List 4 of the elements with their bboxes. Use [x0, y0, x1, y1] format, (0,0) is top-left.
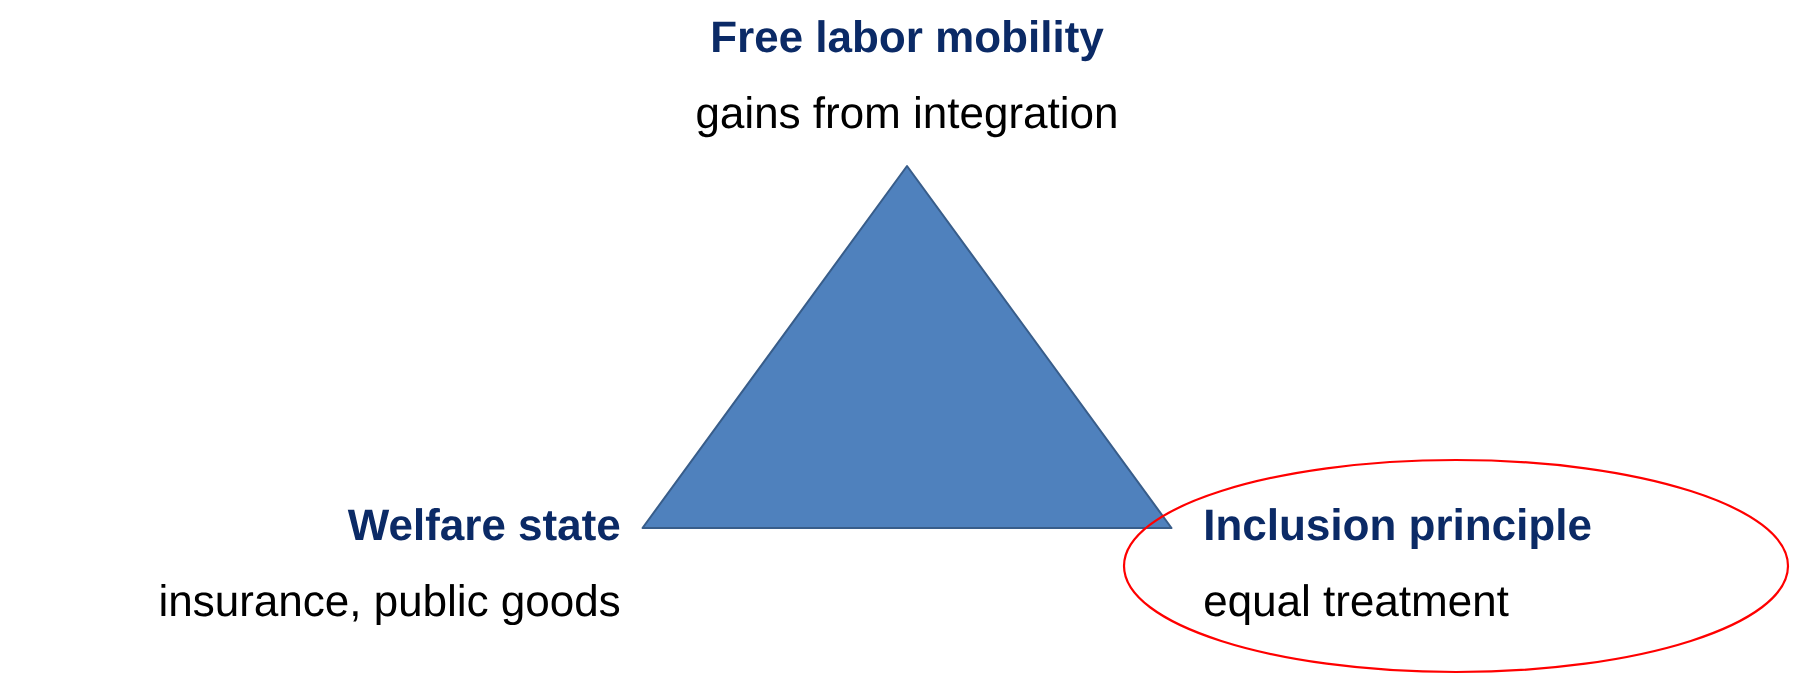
triangle	[641, 165, 1173, 529]
heading: Welfare state	[347, 508, 620, 541]
subtitle: insurance, public goods	[161, 584, 620, 626]
heading: Free labor mobility	[713, 20, 1104, 62]
